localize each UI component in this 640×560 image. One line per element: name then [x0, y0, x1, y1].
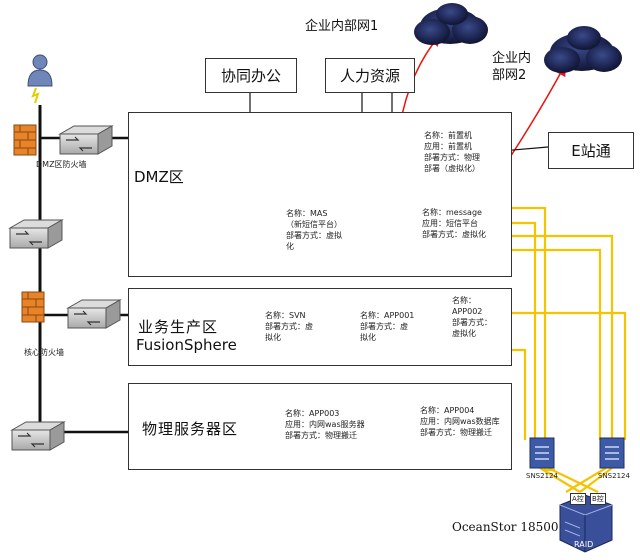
firewall-icon-core [21, 291, 45, 323]
dmz-firewall-label: DMZ区防火墙 [36, 160, 87, 169]
fc-switch-right-label: SNS2124 [598, 472, 630, 480]
switch-icon-core [66, 299, 122, 329]
server-info-line: 应用：短信平台 [422, 219, 478, 228]
production-zone-subtitle: FusionSphere [136, 336, 237, 354]
server-info-line: 名称：SVN [265, 311, 306, 320]
collab-office-box: 协同办公 [205, 58, 297, 93]
physical-server-zone [128, 383, 512, 470]
fc-switch-icon-left [529, 437, 555, 469]
switch-icon-physical [10, 421, 66, 451]
raid-label: RAID [574, 540, 594, 549]
server-info-app002: 名称： APP002 部署方式： 虚拟化 [452, 295, 492, 339]
server-info-line: 名称：message [422, 208, 482, 217]
server-info-line: 名称：APP003 [285, 409, 340, 418]
controller-a-label: A控 [570, 493, 586, 505]
server-info-line: 部署方式：虚 [360, 322, 408, 331]
server-info-svn: 名称：SVN 部署方式：虚拟化 [265, 310, 313, 343]
server-info-line: 名称：前置机 [424, 131, 472, 140]
server-info-mas: 名称：MAS （新短信平台） 部署方式：虚拟化 [286, 208, 342, 252]
server-info-app001: 名称：APP001 部署方式：虚拟化 [360, 310, 414, 343]
server-info-line: （新短信平台） [286, 220, 342, 229]
production-zone [128, 288, 512, 366]
server-info-line: 部署方式：虚拟 [286, 231, 342, 240]
fc-links [510, 206, 627, 493]
server-info-line: 拟化 [265, 333, 281, 342]
server-info-line: 部署方式：物理搬迁 [285, 431, 357, 440]
server-info-line: 应用：前置机 [424, 142, 472, 151]
dmz-zone-title: DMZ区 [134, 168, 184, 186]
core-firewall-label: 核心防火墙 [24, 348, 64, 357]
production-zone-title: 业务生产区 [138, 318, 219, 336]
server-info-line: 部署（虚拟化） [424, 164, 480, 173]
intranet1-label: 企业内部网1 [305, 19, 379, 34]
server-info-app004: 名称：APP004 应用：内网was数据库部署方式：物理搬迁 [420, 405, 500, 438]
controller-b-label: B控 [590, 493, 606, 505]
physical-zone-title: 物理服务器区 [142, 420, 239, 438]
server-info-line: 部署方式： [452, 318, 492, 327]
server-info-line: 应用：内网was数据库 [420, 417, 500, 426]
intranet2-label-line1: 企业内 [492, 51, 532, 66]
fc-switch-icon-right [599, 437, 625, 469]
firewall-icon-dmz [13, 124, 37, 156]
user-icon [27, 54, 53, 104]
fc-switch-left-label: SNS2124 [526, 472, 558, 480]
storage-array-icon [559, 494, 613, 553]
server-info-line: 部署方式：虚拟化 [422, 230, 486, 239]
server-info-line: 名称：MAS [286, 209, 328, 218]
server-info-line: 名称： [452, 296, 476, 305]
estation-box: E站通 [548, 132, 634, 169]
server-info-line: 化 [286, 242, 294, 251]
server-info-line: APP002 [452, 307, 483, 316]
dmz-zone [128, 112, 512, 277]
server-info-message: 名称：message 应用：短信平台部署方式：虚拟化 [422, 207, 486, 240]
server-info-line: 部署方式：虚 [265, 322, 313, 331]
switch-icon-dmz [58, 125, 114, 155]
server-info-line: 部署方式：物理 [424, 153, 480, 162]
storage-name-label: OceanStor 18500 [452, 520, 559, 534]
hr-box: 人力资源 [325, 58, 415, 93]
cloud-icon-intranet1 [414, 3, 488, 45]
server-info-frontend: 名称：前置机应用：前置机部署方式：物理部署（虚拟化） [424, 130, 480, 174]
server-info-line: 名称：APP001 [360, 311, 415, 320]
server-info-app003: 名称：APP003 应用：内网was服务器部署方式：物理搬迁 [285, 408, 365, 441]
server-info-line: 虚拟化 [452, 329, 476, 338]
server-info-line: 拟化 [360, 333, 376, 342]
switch-icon-backbone [8, 219, 64, 249]
server-info-line: 部署方式：物理搬迁 [420, 428, 492, 437]
intranet2-label-line2: 部网2 [492, 68, 527, 83]
server-info-line: 名称：APP004 [420, 406, 475, 415]
cloud-icon-intranet2 [544, 26, 622, 73]
server-info-line: 应用：内网was服务器 [285, 420, 365, 429]
